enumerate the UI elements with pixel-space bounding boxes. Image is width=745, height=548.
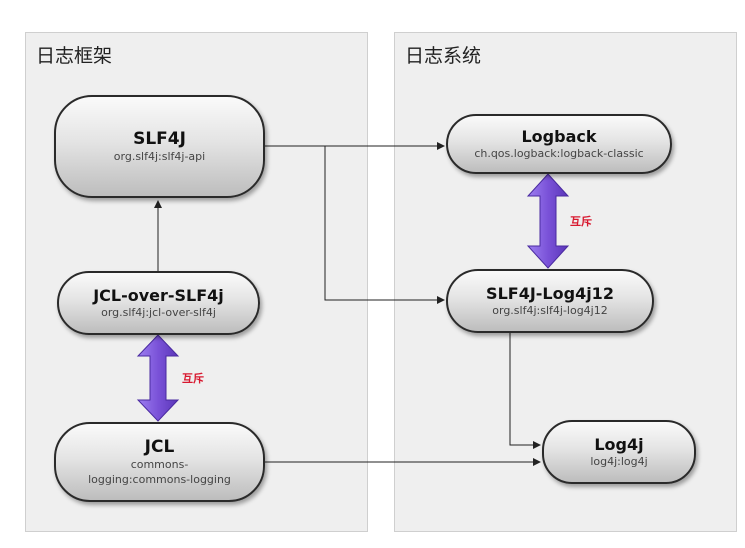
mutex-double-arrow-right bbox=[526, 173, 570, 269]
jcl-over-slf4j-title: JCL-over-SLF4j bbox=[93, 286, 224, 305]
jcl-subtitle: commons-logging:commons-logging bbox=[88, 458, 231, 486]
jcl-title: JCL bbox=[144, 437, 175, 457]
slf4j-log4j12-subtitle: org.slf4j:slf4j-log4j12 bbox=[492, 304, 608, 317]
arrow-slf4j-log4j12-to-log4j bbox=[509, 333, 541, 449]
logback-node: Logback ch.qos.logback:logback-classic bbox=[446, 114, 672, 174]
slf4j-title: SLF4J bbox=[133, 129, 186, 149]
jcl-over-slf4j-node: JCL-over-SLF4j org.slf4j:jcl-over-slf4j bbox=[57, 271, 260, 335]
slf4j-subtitle: org.slf4j:slf4j-api bbox=[113, 150, 206, 163]
mutex-label-left: 互斥 bbox=[182, 372, 204, 385]
log4j-title: Log4j bbox=[594, 435, 644, 454]
jcl-over-slf4j-subtitle: org.slf4j:jcl-over-slf4j bbox=[101, 306, 216, 319]
mutex-double-arrow-left bbox=[136, 334, 180, 422]
jcl-node: JCL commons-logging:commons-logging bbox=[54, 422, 265, 502]
logback-subtitle: ch.qos.logback:logback-classic bbox=[474, 147, 644, 160]
logback-title: Logback bbox=[521, 127, 597, 146]
slf4j-log4j12-node: SLF4J-Log4j12 org.slf4j:slf4j-log4j12 bbox=[446, 269, 654, 333]
log4j-node: Log4j log4j:log4j bbox=[542, 420, 696, 484]
mutex-label-right: 互斥 bbox=[570, 215, 592, 228]
slf4j-log4j12-title: SLF4J-Log4j12 bbox=[486, 284, 614, 303]
framework-panel-title: 日志框架 bbox=[36, 45, 113, 67]
arrow-slf4j-to-slf4j-log4j12 bbox=[324, 146, 445, 304]
slf4j-node: SLF4J org.slf4j:slf4j-api bbox=[54, 95, 265, 198]
system-panel-title: 日志系统 bbox=[405, 45, 482, 67]
log4j-subtitle: log4j:log4j bbox=[590, 455, 648, 468]
